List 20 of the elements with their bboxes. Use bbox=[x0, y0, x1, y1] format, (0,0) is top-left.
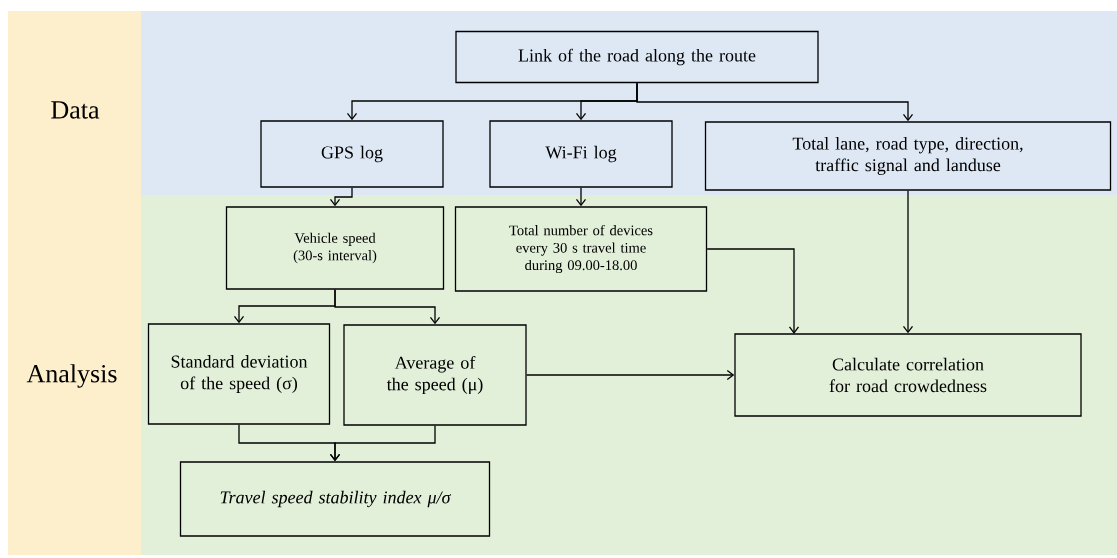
arrow bbox=[334, 289, 441, 325]
process-box: Standard deviation of the speed (σ) bbox=[147, 323, 331, 425]
arrow bbox=[706, 248, 800, 334]
process-box: Total number of devices every 30 s travel time during 09.00-18.00 bbox=[454, 206, 708, 292]
arrow bbox=[329, 187, 353, 207]
arrow bbox=[329, 425, 436, 462]
process-box: Calculate correlation for road crowdedness bbox=[734, 333, 1082, 417]
row-label: Data bbox=[51, 101, 100, 119]
process-box: Average of the speed (μ) bbox=[343, 324, 527, 426]
process-box: Wi-Fi log bbox=[489, 120, 673, 188]
arrow bbox=[636, 82, 914, 122]
row-label: Analysis bbox=[26, 364, 117, 388]
arrow bbox=[902, 190, 914, 334]
process-box: Total lane, road type, direction, traffic signal and landuse bbox=[704, 121, 1112, 191]
arrow bbox=[575, 187, 587, 207]
process-box: Link of the road along the route bbox=[455, 30, 819, 84]
process-box: Travel speed stability index μ/σ bbox=[179, 461, 491, 537]
process-box: Vehicle speed (30-s interval) bbox=[225, 206, 445, 290]
process-box: GPS log bbox=[260, 120, 444, 188]
arrow bbox=[526, 369, 735, 381]
